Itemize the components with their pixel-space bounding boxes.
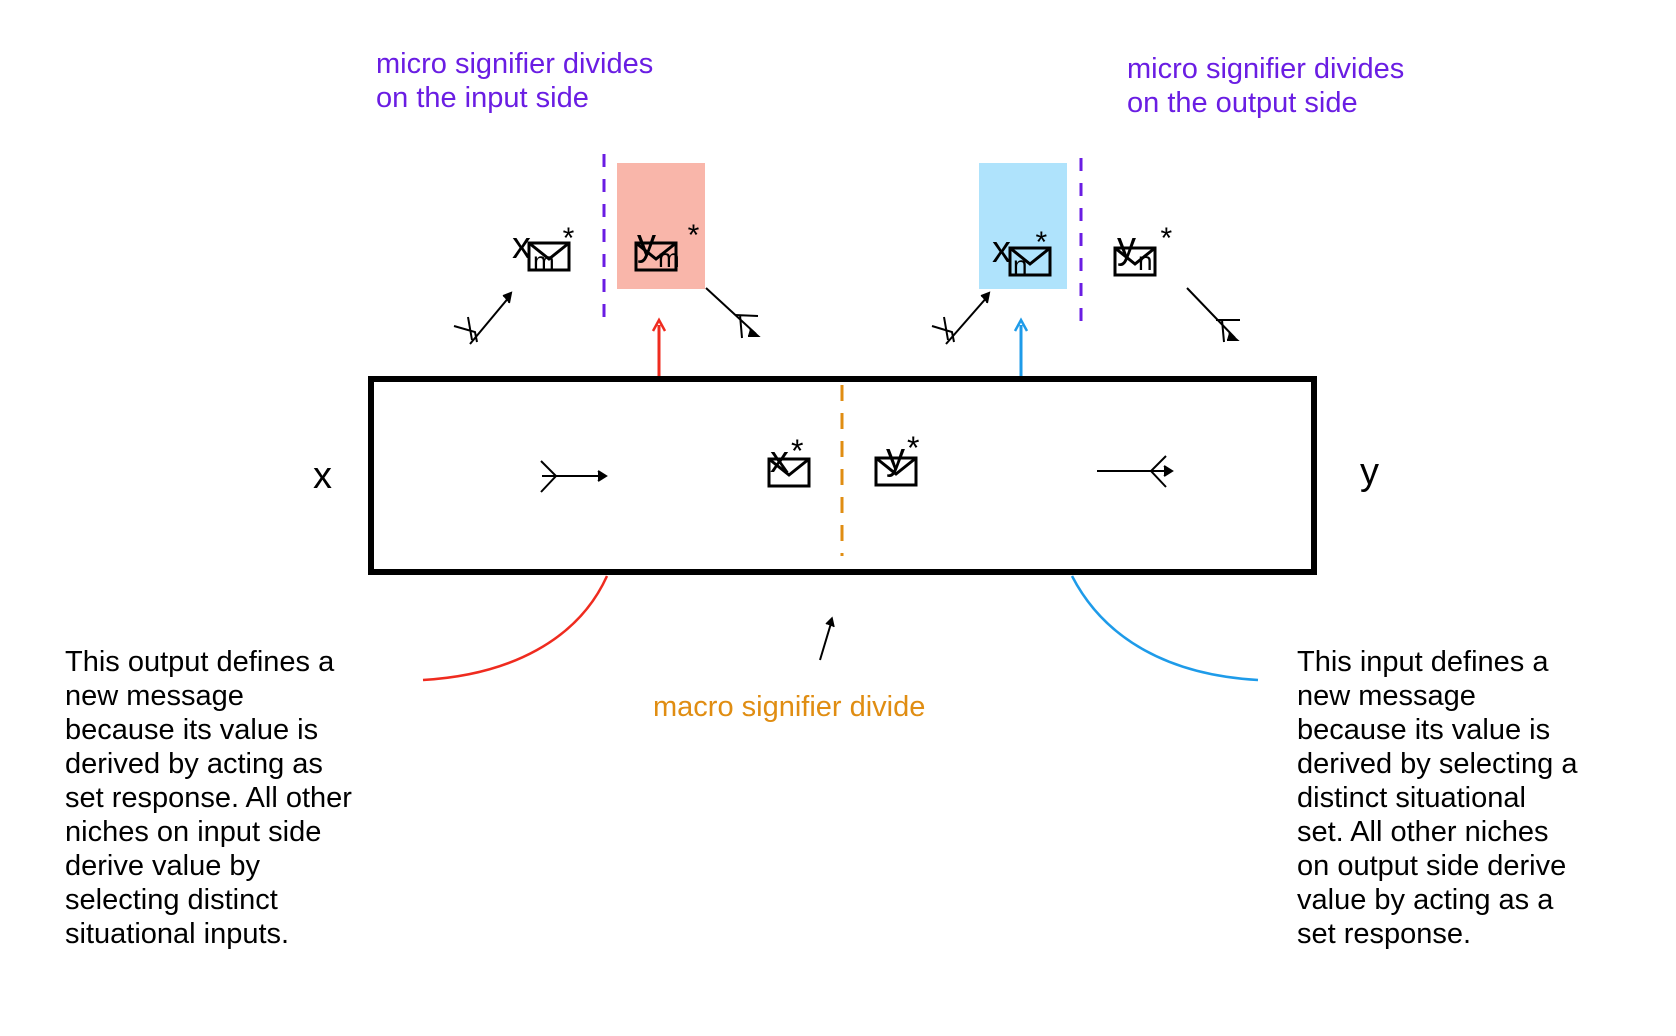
envelope-icon: [1008, 246, 1052, 277]
xm-star-label: xm*: [512, 186, 575, 276]
y-star-label: y*: [886, 397, 919, 478]
left-note-text: This output defines a new message becaus…: [65, 646, 352, 950]
xm-sub: m: [533, 246, 555, 276]
inner-arrow-left-icon: [540, 460, 608, 493]
xn-star: *: [1035, 226, 1048, 259]
yn-sub: n: [1138, 246, 1153, 276]
ym-sub: m: [658, 243, 680, 273]
x-star-label: x*: [770, 400, 803, 481]
xm-base: x: [512, 225, 531, 267]
xn-base: x: [992, 229, 1011, 271]
ym-star-label: ym*: [637, 183, 700, 273]
micro-divide-output-label: micro signifier divides on the output si…: [1127, 53, 1405, 119]
xn-highlight-box: [979, 163, 1067, 289]
diag-arrow-ym-icon: [705, 287, 761, 339]
y-star-base: y: [886, 436, 905, 478]
yn-star-label: yn*: [1117, 186, 1173, 276]
macro-divide-label: macro signifier divide: [653, 691, 926, 723]
ym-highlight-box: [617, 163, 705, 289]
diag-arrow-xm-icon: [453, 291, 513, 345]
xn-star-label: xn*: [992, 190, 1048, 280]
output-y-label: y: [1360, 451, 1379, 493]
yn-base: y: [1117, 225, 1136, 267]
envelope-icon: [1113, 246, 1157, 277]
macro-pointer-arrow-head: [825, 616, 835, 628]
red-arrow-up-head: [651, 317, 667, 332]
diag-arrow-xn-icon: [931, 291, 991, 345]
ym-star: *: [687, 219, 700, 252]
y-star-sym: *: [907, 430, 920, 466]
x-star-base: x: [770, 439, 789, 481]
micro-divide-input-label: micro signifier divides on the input sid…: [376, 48, 654, 114]
diag-arrow-yn-icon: [1186, 287, 1240, 343]
macro-pointer-arrow: [819, 619, 833, 661]
blue-note-curve: [1070, 575, 1259, 682]
right-note-text: This input defines a new message because…: [1297, 646, 1578, 950]
blue-arrow-up-head: [1013, 317, 1029, 332]
yn-star: *: [1160, 222, 1173, 255]
envelope-icon: [634, 241, 678, 272]
red-note-curve: [422, 575, 609, 682]
main-system-box: [368, 376, 1317, 575]
x-star-sym: *: [791, 433, 804, 469]
input-x-label: x: [313, 455, 332, 497]
xm-star: *: [562, 222, 575, 255]
inner-arrow-right-icon: [1097, 455, 1174, 488]
ym-base: y: [637, 222, 656, 264]
xn-sub: n: [1013, 250, 1028, 280]
envelope-icon: [874, 456, 918, 487]
envelope-icon: [527, 241, 571, 272]
envelope-icon: [767, 457, 811, 488]
